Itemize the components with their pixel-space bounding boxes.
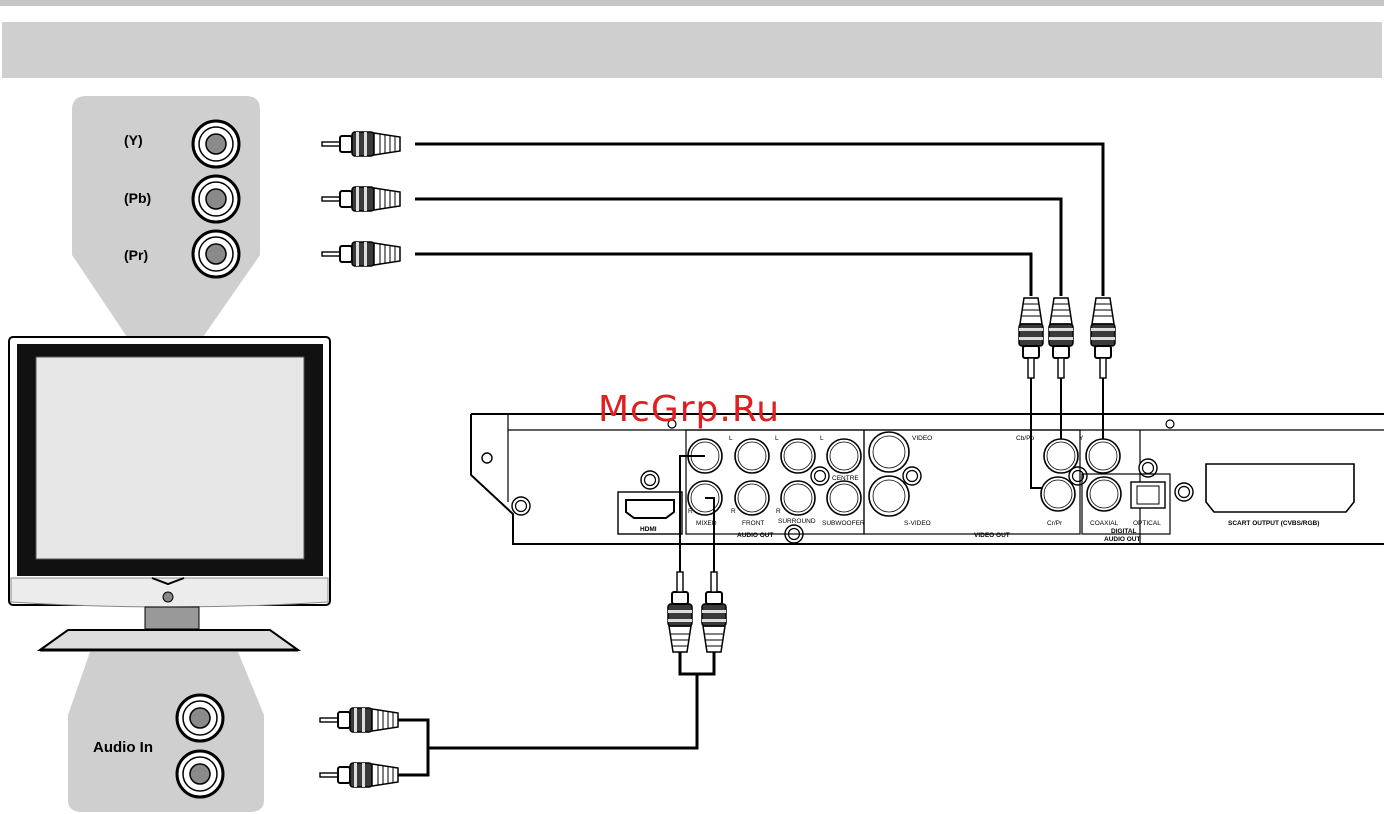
svg-text:SUBWOOFER: SUBWOOFER [822,520,865,527]
tv-audio-jack-bottom [177,751,223,797]
tv-audio-jack-top [177,695,223,741]
svg-text:DIGITAL: DIGITAL [1111,528,1137,535]
player-jack-surround-l [781,439,815,473]
plug-pr-player [1019,298,1043,378]
svg-text:S-VIDEO: S-VIDEO [904,520,931,527]
plug-pb-player [1049,298,1073,378]
label-video-out: VIDEO OUT [974,532,1010,539]
player-jack-front-l [735,439,769,473]
svg-text:L: L [820,435,824,442]
label-pb: (Pb) [124,190,151,206]
player-jack-y [1086,439,1120,473]
watermark: McGrp.Ru [598,389,780,430]
player-jack-front-r [735,481,769,515]
player-rear-panel: HDMI L L L CENTRE R R R MIXED FRONT SURR… [471,414,1384,544]
svg-text:R: R [731,508,736,515]
plug-audio-r-player [702,572,726,652]
tv-jack-pb [193,176,239,222]
svg-text:Cr/Pr: Cr/Pr [1047,520,1063,527]
label-scart: SCART OUTPUT (CVBS/RGB) [1228,520,1319,527]
svg-text:OPTICAL: OPTICAL [1133,520,1161,527]
svg-text:CENTRE: CENTRE [832,475,859,482]
player-jack-subwoofer [827,481,861,515]
plug-pr-tv [322,242,400,266]
svg-text:R: R [688,508,693,515]
plug-audio-top-tv [320,708,398,732]
label-audio-out: AUDIO OUT [737,532,774,539]
label-y: (Y) [124,132,143,148]
svg-text:AUDIO OUT: AUDIO OUT [1104,536,1141,543]
plug-audio-l-player [668,572,692,652]
svg-text:Y: Y [1079,435,1084,442]
svg-text:L: L [775,435,779,442]
player-jack-pr [1041,477,1075,511]
tv-jack-y [193,121,239,167]
player-jack-surround-r [781,481,815,515]
plug-y-player [1091,298,1115,378]
svg-text:COAXIAL: COAXIAL [1090,520,1119,527]
label-audio-in: Audio In [93,739,153,756]
svg-text:FRONT: FRONT [742,520,764,527]
label-hdmi: HDMI [640,526,657,533]
svg-text:VIDEO: VIDEO [912,435,932,442]
svg-text:R: R [776,508,781,515]
player-jack-coaxial [1087,477,1121,511]
svg-text:Cb/Pb: Cb/Pb [1016,435,1034,442]
player-jack-pb [1044,439,1078,473]
tv-audio-panel [68,652,264,812]
svg-text:SURROUND: SURROUND [778,518,816,525]
plug-audio-bottom-tv [320,763,398,787]
player-jack-centre [827,439,861,473]
svg-text:L: L [729,435,733,442]
component-cables [322,132,1115,488]
plug-pb-tv [322,187,400,211]
tv-jack-pr [193,231,239,277]
plug-y-tv [322,132,400,156]
television [9,337,330,650]
label-pr: (Pr) [124,247,148,263]
